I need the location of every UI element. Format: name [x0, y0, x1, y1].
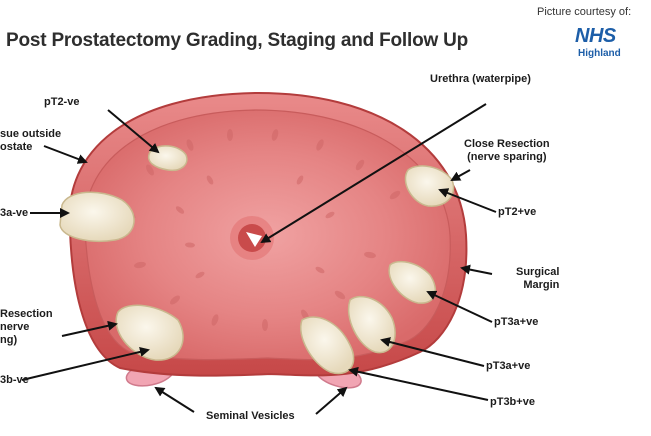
label-pt3a-neg: 3a-ve: [0, 207, 28, 220]
label-surgical-margin: Surgical Margin: [516, 266, 559, 292]
arrow-close-resection-right: [452, 170, 470, 180]
label-close-resection-right: Close Resection (nerve sparing): [464, 138, 550, 164]
nhs-logo: NHS: [575, 26, 626, 46]
arrow-pt3b-pos: [350, 370, 488, 400]
label-pt3a-pos-2: pT3a+ve: [486, 360, 530, 373]
arrow-surgical-margin: [462, 268, 492, 274]
label-pt2-pos: pT2+ve: [498, 206, 536, 219]
label-pt2-neg: pT2-ve: [44, 96, 79, 109]
nhs-logo-region: Highland: [578, 48, 621, 59]
diagram-title: Post Prostatectomy Grading, Staging and …: [6, 30, 468, 52]
label-pt3b-neg: 3b-ve: [0, 374, 29, 387]
label-seminal-vesicles: Seminal Vesicles: [206, 410, 295, 423]
label-pt3a-pos-1: pT3a+ve: [494, 316, 538, 329]
label-tissue-outside: sue outside ostate: [0, 128, 61, 154]
label-pt3b-pos: pT3b+ve: [490, 396, 535, 409]
arrow-seminal-right: [316, 388, 346, 414]
label-urethra: Urethra (waterpipe): [430, 73, 531, 86]
label-close-resection-left: Resection nerve ng): [0, 308, 53, 347]
courtesy-text: Picture courtesy of:: [537, 6, 631, 18]
arrow-seminal-left: [156, 388, 194, 412]
